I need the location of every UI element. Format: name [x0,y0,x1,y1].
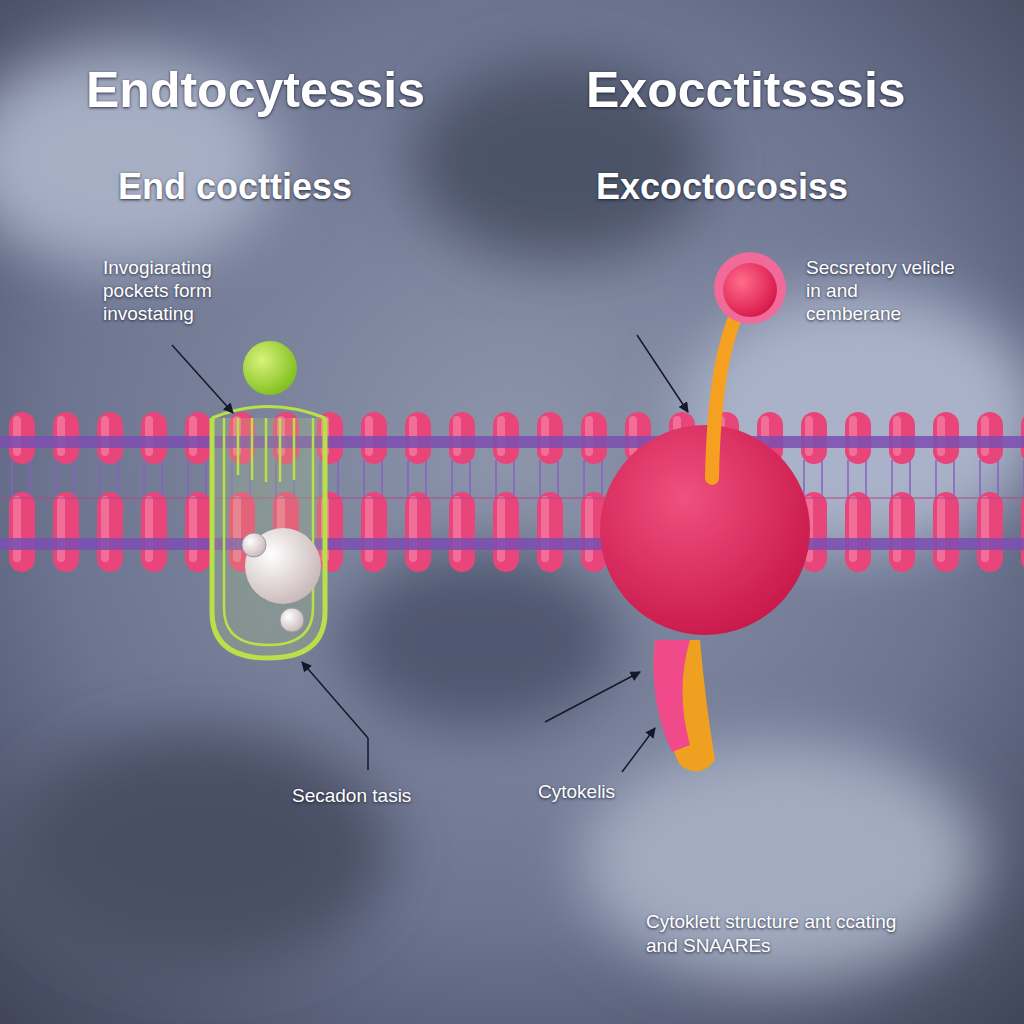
section-subheading: Excoctocosiss [596,166,1016,207]
section-subheading: End cocttiess [118,166,538,207]
callout-label: Cytokelis [538,780,698,803]
callout-label: Secsretory velicle in and cemberane [806,256,956,326]
callout-label: Secadon tasis [292,784,492,807]
note-text: Cytoklett structure ant ccating and SNAA… [646,910,906,958]
secretory-vesicle [600,252,810,771]
leader-lines [172,335,688,772]
callout-label: Invogiarating pockets form invostating [103,256,253,326]
section-heading: Endtocytessis [86,62,556,120]
endocytic-vesicle [212,407,325,659]
section-heading: Exocctitsssis [586,62,1016,120]
cell-membrane [0,400,1024,590]
cargo-particle [243,341,297,395]
blurred-cells [0,50,1024,980]
